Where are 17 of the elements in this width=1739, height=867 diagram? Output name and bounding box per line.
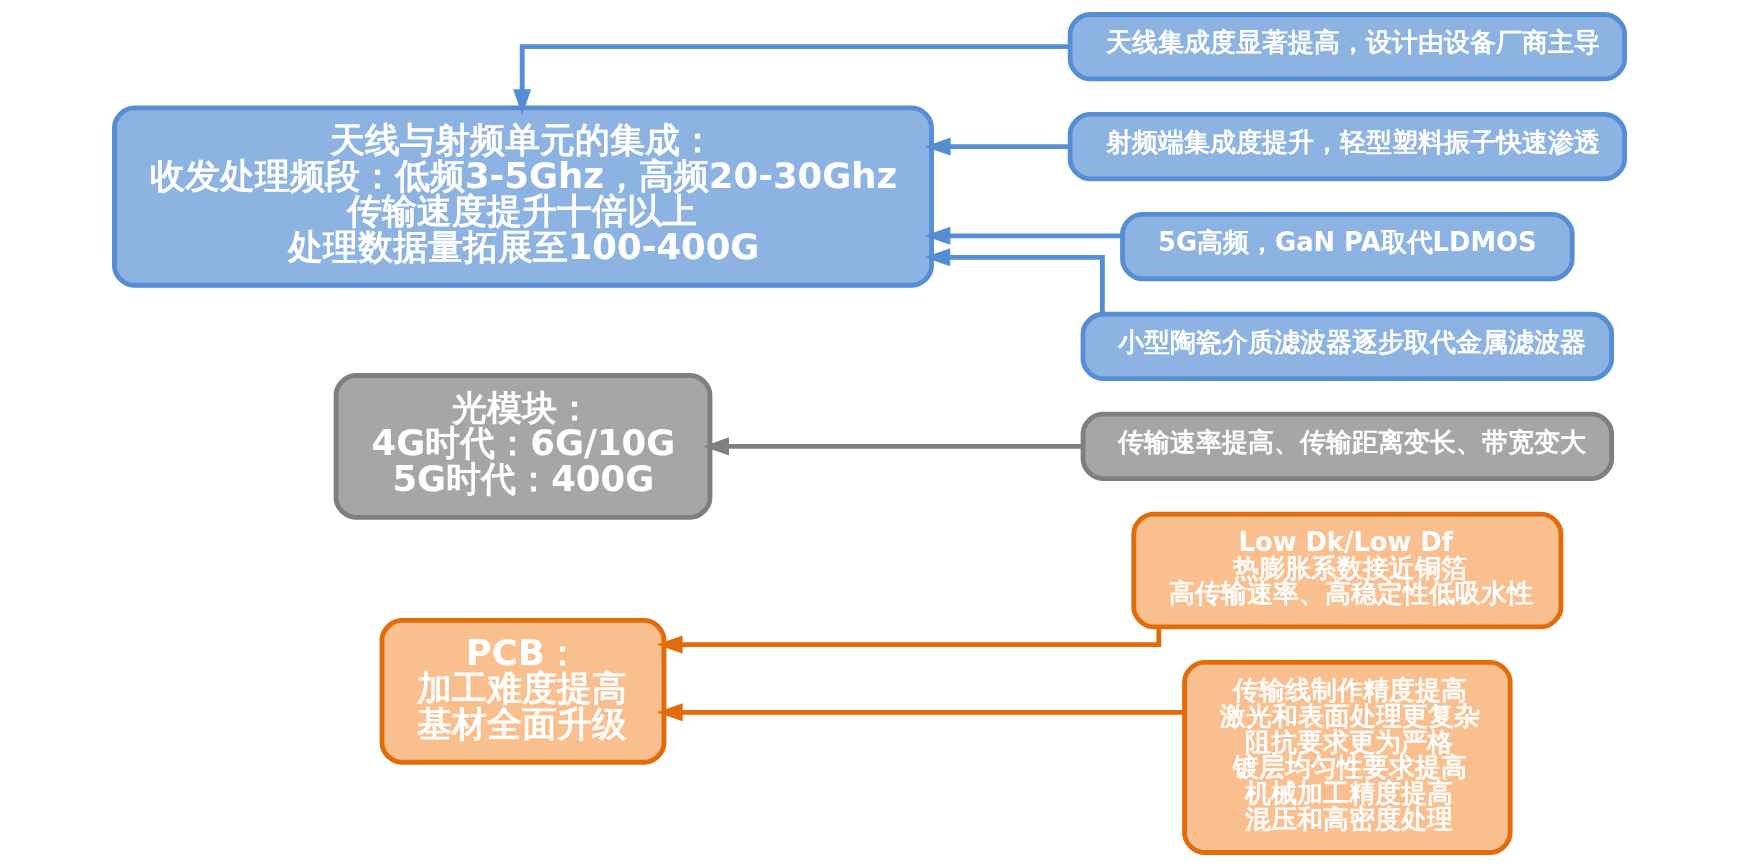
node-box: 天线集成度显著提高，设计由设备厂商主导 <box>1067 12 1627 82</box>
node-box: 光模块： 4G时代：6G/10G 5G时代：400G <box>333 373 713 520</box>
node-box: 传输线制作精度提高 激光和表面处理更复杂 阻抗要求更为严格 镀层均匀性要求提高 机械加工精度提高 混压和高密度处理 <box>1182 659 1513 855</box>
arrow <box>513 44 1070 115</box>
node-box: Low Dk/Low Df 热膨胀系数接近铜箔 高传输速率、高稳定性低吸水性 <box>1131 511 1564 630</box>
arrow <box>924 248 1105 314</box>
node-box: 天线与射频单元的集成： 收发处理频段：低频3-5Ghz，高频20-30Ghz 传输速度提升十倍以上 处理数据量拓展至100-400G <box>112 105 934 288</box>
arrow <box>656 627 1162 654</box>
arrow <box>924 226 1123 245</box>
node-box: 5G高频，GaN PA取代LDMOS <box>1120 211 1575 282</box>
arrow <box>924 137 1070 156</box>
arrow <box>656 703 1185 722</box>
node-box: PCB： 加工难度提高 基材全面升级 <box>379 618 667 765</box>
node-box: 传输速率提高、传输距离变长、带宽变大 <box>1080 411 1615 482</box>
arrow <box>703 437 1083 456</box>
node-box: 小型陶瓷介质滤波器逐步取代金属滤波器 <box>1080 311 1615 382</box>
node-box: 射频端集成度提升，轻型塑料振子快速渗透 <box>1067 112 1627 182</box>
